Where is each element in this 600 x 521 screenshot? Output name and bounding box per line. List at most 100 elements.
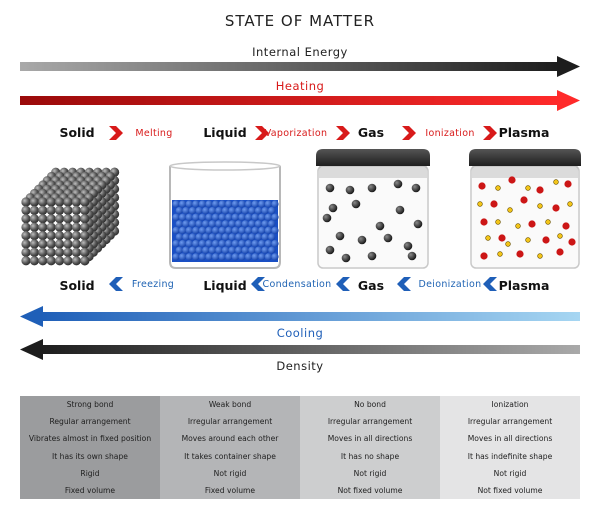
- particle: [212, 200, 220, 208]
- particle: [80, 256, 90, 266]
- particle: [254, 220, 263, 228]
- phase-plasma-bottom: Plasma: [498, 278, 550, 293]
- particle: [536, 186, 544, 194]
- particle: [495, 185, 501, 191]
- particle: [80, 222, 90, 232]
- particle: [251, 240, 259, 248]
- particle: [55, 231, 65, 241]
- transition-vaporization: Vaporization: [264, 128, 328, 139]
- density-arrow: [20, 339, 580, 360]
- particle: [393, 179, 403, 189]
- particle: [215, 207, 223, 215]
- particle: [271, 253, 279, 261]
- particle: [515, 223, 521, 229]
- particle: [71, 222, 81, 232]
- particle: [225, 200, 233, 208]
- particle: [228, 220, 236, 228]
- particle: [395, 205, 405, 215]
- particle: [528, 220, 536, 228]
- particle: [192, 253, 200, 261]
- particle: [55, 214, 65, 224]
- particle: [241, 220, 249, 228]
- particle: [21, 214, 31, 224]
- particle: [188, 207, 197, 215]
- particle: [198, 253, 206, 261]
- phase-gas-top: Gas: [357, 125, 385, 140]
- particle: [225, 240, 233, 248]
- particle: [218, 240, 226, 248]
- particle: [268, 207, 276, 215]
- particle: [195, 233, 203, 241]
- particle: [567, 201, 573, 207]
- particle: [221, 220, 230, 228]
- particle: [63, 239, 73, 249]
- particle: [80, 214, 90, 224]
- table-cell: It has its own shape: [20, 447, 160, 465]
- particle: [271, 240, 279, 248]
- solid-particles-cube: [21, 167, 120, 266]
- properties-table: Strong bond Weak bond No bond Ionization…: [20, 396, 580, 499]
- table-cell: Rigid: [20, 464, 160, 482]
- particle: [46, 256, 56, 266]
- particle: [562, 222, 570, 230]
- transition-melting: Melting: [135, 128, 173, 139]
- transition-deionization: Deionization: [418, 279, 482, 290]
- table-cell: Not rigid: [160, 464, 300, 482]
- table-cell: Moves in all directions: [300, 430, 440, 448]
- particle: [225, 226, 233, 234]
- particle: [202, 220, 210, 228]
- gas-container: [316, 149, 430, 269]
- particle: [192, 200, 200, 208]
- reverse-chevron-icons: [109, 277, 497, 291]
- particle: [218, 226, 226, 234]
- particle: [238, 240, 246, 248]
- particle: [231, 240, 239, 248]
- particle: [231, 200, 239, 208]
- particle: [261, 233, 269, 241]
- particle: [38, 222, 48, 232]
- particle: [46, 222, 56, 232]
- particle: [497, 251, 503, 257]
- particle: [188, 220, 197, 228]
- particle: [254, 233, 263, 241]
- particle: [335, 231, 345, 241]
- particle: [29, 247, 39, 257]
- particle: [21, 256, 31, 266]
- cooling-arrow: [20, 306, 580, 327]
- particle: [55, 239, 65, 249]
- particle: [480, 218, 488, 226]
- particle: [46, 205, 56, 215]
- particle: [245, 213, 253, 221]
- particle: [251, 200, 259, 208]
- particle: [235, 220, 243, 228]
- particle: [21, 231, 31, 241]
- particle: [322, 213, 332, 223]
- particle: [80, 231, 90, 241]
- particle: [38, 205, 48, 215]
- particle: [218, 213, 226, 221]
- particle: [231, 213, 239, 221]
- particle: [553, 179, 559, 185]
- table-cell: Vibrates almost in fixed position: [20, 430, 160, 448]
- particle: [205, 213, 213, 221]
- particle: [71, 205, 81, 215]
- particle: [254, 246, 263, 254]
- particle: [225, 213, 233, 221]
- particle: [175, 220, 183, 228]
- particle: [208, 233, 216, 241]
- table-cell: It has no shape: [300, 447, 440, 465]
- particle: [258, 226, 266, 234]
- particle: [264, 226, 272, 234]
- particle: [185, 240, 193, 248]
- particle: [71, 239, 81, 249]
- particle: [325, 245, 335, 255]
- particle: [215, 220, 223, 228]
- particle: [495, 219, 501, 225]
- particle: [261, 246, 269, 254]
- particle: [182, 220, 190, 228]
- page-title: STATE OF MATTER: [224, 12, 376, 30]
- particle: [55, 256, 65, 266]
- particle: [264, 213, 272, 221]
- particle: [212, 240, 220, 248]
- particle: [485, 235, 491, 241]
